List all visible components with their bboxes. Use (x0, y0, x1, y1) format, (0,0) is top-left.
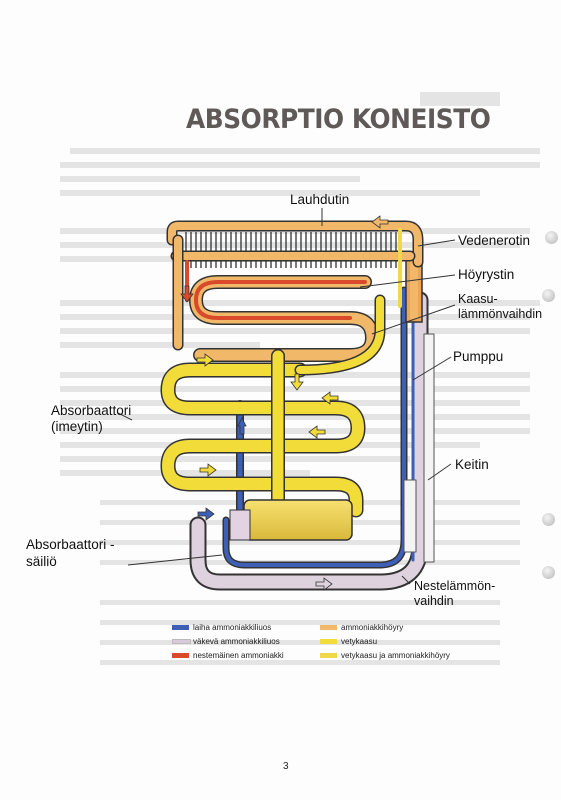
label-pump: Pumppu (453, 349, 504, 364)
condenser-pipe (166, 220, 424, 268)
legend-swatch-gas-mix (320, 653, 337, 658)
label-absorber-tank-1: Absorbaattori - (26, 537, 115, 552)
label-absorber-2: (imeytin) (51, 419, 103, 434)
legend-label: laiha ammoniakkiliuos (193, 623, 272, 632)
legend-label: väkevä ammoniakkiliuos (193, 637, 280, 646)
legend-label: ammoniakkihöyry (341, 623, 404, 632)
label-condenser: Lauhdutin (290, 192, 350, 207)
label-water-separator: Vedenerotin (458, 233, 531, 248)
binder-hole (542, 513, 555, 526)
label-liquid-heat-exchanger-2: vaihdin (414, 594, 454, 608)
condenser-fins (185, 232, 402, 268)
absorber-tank (229, 499, 353, 541)
binder-hole (545, 231, 558, 244)
binder-hole (542, 566, 555, 579)
legend-swatch-weak-solution (172, 625, 189, 630)
legend-label: nestemäinen ammoniakki (193, 651, 284, 660)
legend-label: vetykaasu (341, 637, 378, 646)
legend-swatch-ammonia-vapour (320, 625, 337, 630)
label-absorber-1: Absorbaattori (51, 403, 132, 418)
absorber-coil (160, 228, 402, 518)
legend-swatch-liquid-ammonia (172, 653, 189, 658)
label-absorber-tank-2: säiliö (26, 554, 57, 569)
page-title: ABSORPTIO KONEISTO (186, 104, 491, 135)
legend-label: vetykaasu ja ammoniakkihöyry (341, 651, 450, 660)
label-gas-heat-exchanger-1: Kaasu- (458, 292, 498, 306)
binder-hole (542, 289, 555, 302)
legend-swatch-strong-solution (172, 639, 191, 644)
label-liquid-heat-exchanger-1: Nestelämmön- (414, 579, 496, 593)
legend-swatch-hydrogen (320, 639, 337, 644)
page-number: 3 (283, 761, 289, 772)
label-evaporator: Höyrystin (458, 267, 515, 282)
label-gas-heat-exchanger-2: lämmönvaihdin (458, 307, 543, 321)
leader-lines (117, 208, 456, 585)
flow-arrows (180, 215, 389, 591)
label-boiler: Keitin (455, 457, 489, 472)
